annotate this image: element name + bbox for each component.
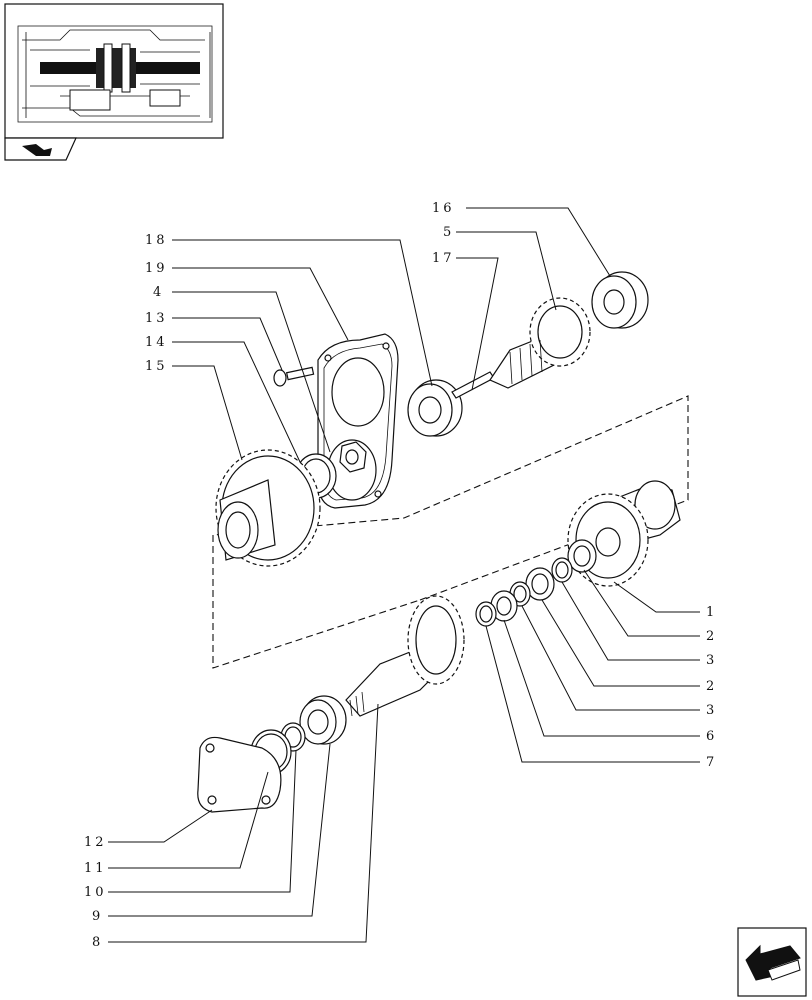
- bearing-part-18: [407, 379, 463, 437]
- callout-2: 2: [706, 629, 717, 644]
- gear-shaft-part-5: [489, 297, 591, 389]
- callout-13: 13: [145, 311, 168, 326]
- locator-thumbnail: [4, 3, 224, 161]
- gear-part-15: [215, 449, 321, 567]
- next-page-arrow-icon[interactable]: [737, 927, 807, 997]
- callout-14: 14: [145, 335, 168, 350]
- callout-12: 12: [84, 835, 107, 850]
- bearing-part-16: [591, 271, 649, 329]
- spacer-ring-part: [551, 557, 573, 583]
- bolt-part: [273, 366, 315, 387]
- callout-2: 2: [706, 679, 717, 694]
- callout-6: 6: [706, 729, 717, 744]
- callout-7: 7: [706, 755, 717, 770]
- needle-bearing-part: [525, 567, 555, 601]
- callout-3: 3: [706, 653, 717, 668]
- nut-part: [339, 441, 367, 473]
- callout-16: 16: [432, 201, 455, 216]
- callout-8: 8: [92, 935, 103, 950]
- callout-3: 3: [706, 703, 717, 718]
- cover-part: [197, 736, 282, 813]
- callout-11: 11: [84, 861, 107, 876]
- main-shaft-part-8: [345, 595, 465, 717]
- callout-15: 15: [145, 359, 168, 374]
- callout-19: 19: [145, 261, 168, 276]
- circlip-part: [475, 601, 497, 627]
- callout-4: 4: [153, 285, 164, 300]
- callout-labels: 18 19 4 13 14 15 16 5 17 1 2 3 2 3 6 7 1…: [84, 201, 717, 950]
- callout-18: 18: [145, 233, 168, 248]
- book-arrow-icon[interactable]: [4, 137, 77, 161]
- leader-lines: [108, 207, 700, 943]
- callout-10: 10: [84, 885, 107, 900]
- bearing-part-9: [299, 695, 347, 745]
- callout-9: 9: [92, 909, 103, 924]
- needle-bearing-part: [567, 539, 597, 573]
- callout-17: 17: [432, 251, 455, 266]
- callout-5: 5: [443, 225, 454, 240]
- callout-1: 1: [706, 605, 717, 620]
- transmission-section-thumbnail: [17, 25, 213, 123]
